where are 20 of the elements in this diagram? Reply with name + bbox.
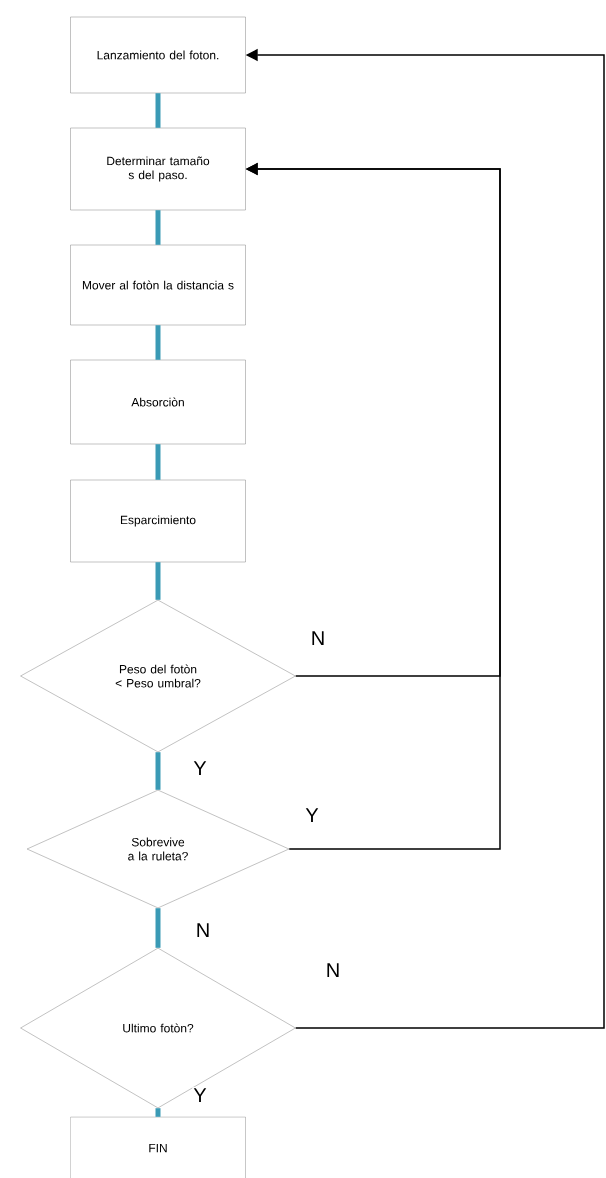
connector-line	[155, 93, 161, 128]
edge-label: N	[194, 922, 212, 938]
edge-label: Y	[192, 1087, 208, 1103]
connector-line	[155, 562, 161, 600]
edge-label: N	[309, 630, 327, 646]
process-box: Absorciòn	[70, 359, 246, 445]
connector-line	[155, 1108, 161, 1117]
edge-label: N	[324, 962, 342, 978]
process-box: Esparcimiento	[70, 479, 246, 563]
connector-line	[155, 444, 161, 480]
connector-line	[155, 210, 161, 245]
process-box: FIN	[70, 1116, 246, 1178]
connector-line	[155, 908, 161, 948]
connector-line	[155, 325, 161, 360]
process-box: Mover al fotòn la distancia s	[70, 244, 246, 326]
edge-label: Y	[304, 807, 320, 823]
connector-line	[155, 752, 161, 790]
process-box: Lanzamiento del foton.	[70, 16, 246, 94]
edge-label: Y	[192, 760, 208, 776]
process-box: Determinar tamaño s del paso.	[70, 127, 246, 211]
